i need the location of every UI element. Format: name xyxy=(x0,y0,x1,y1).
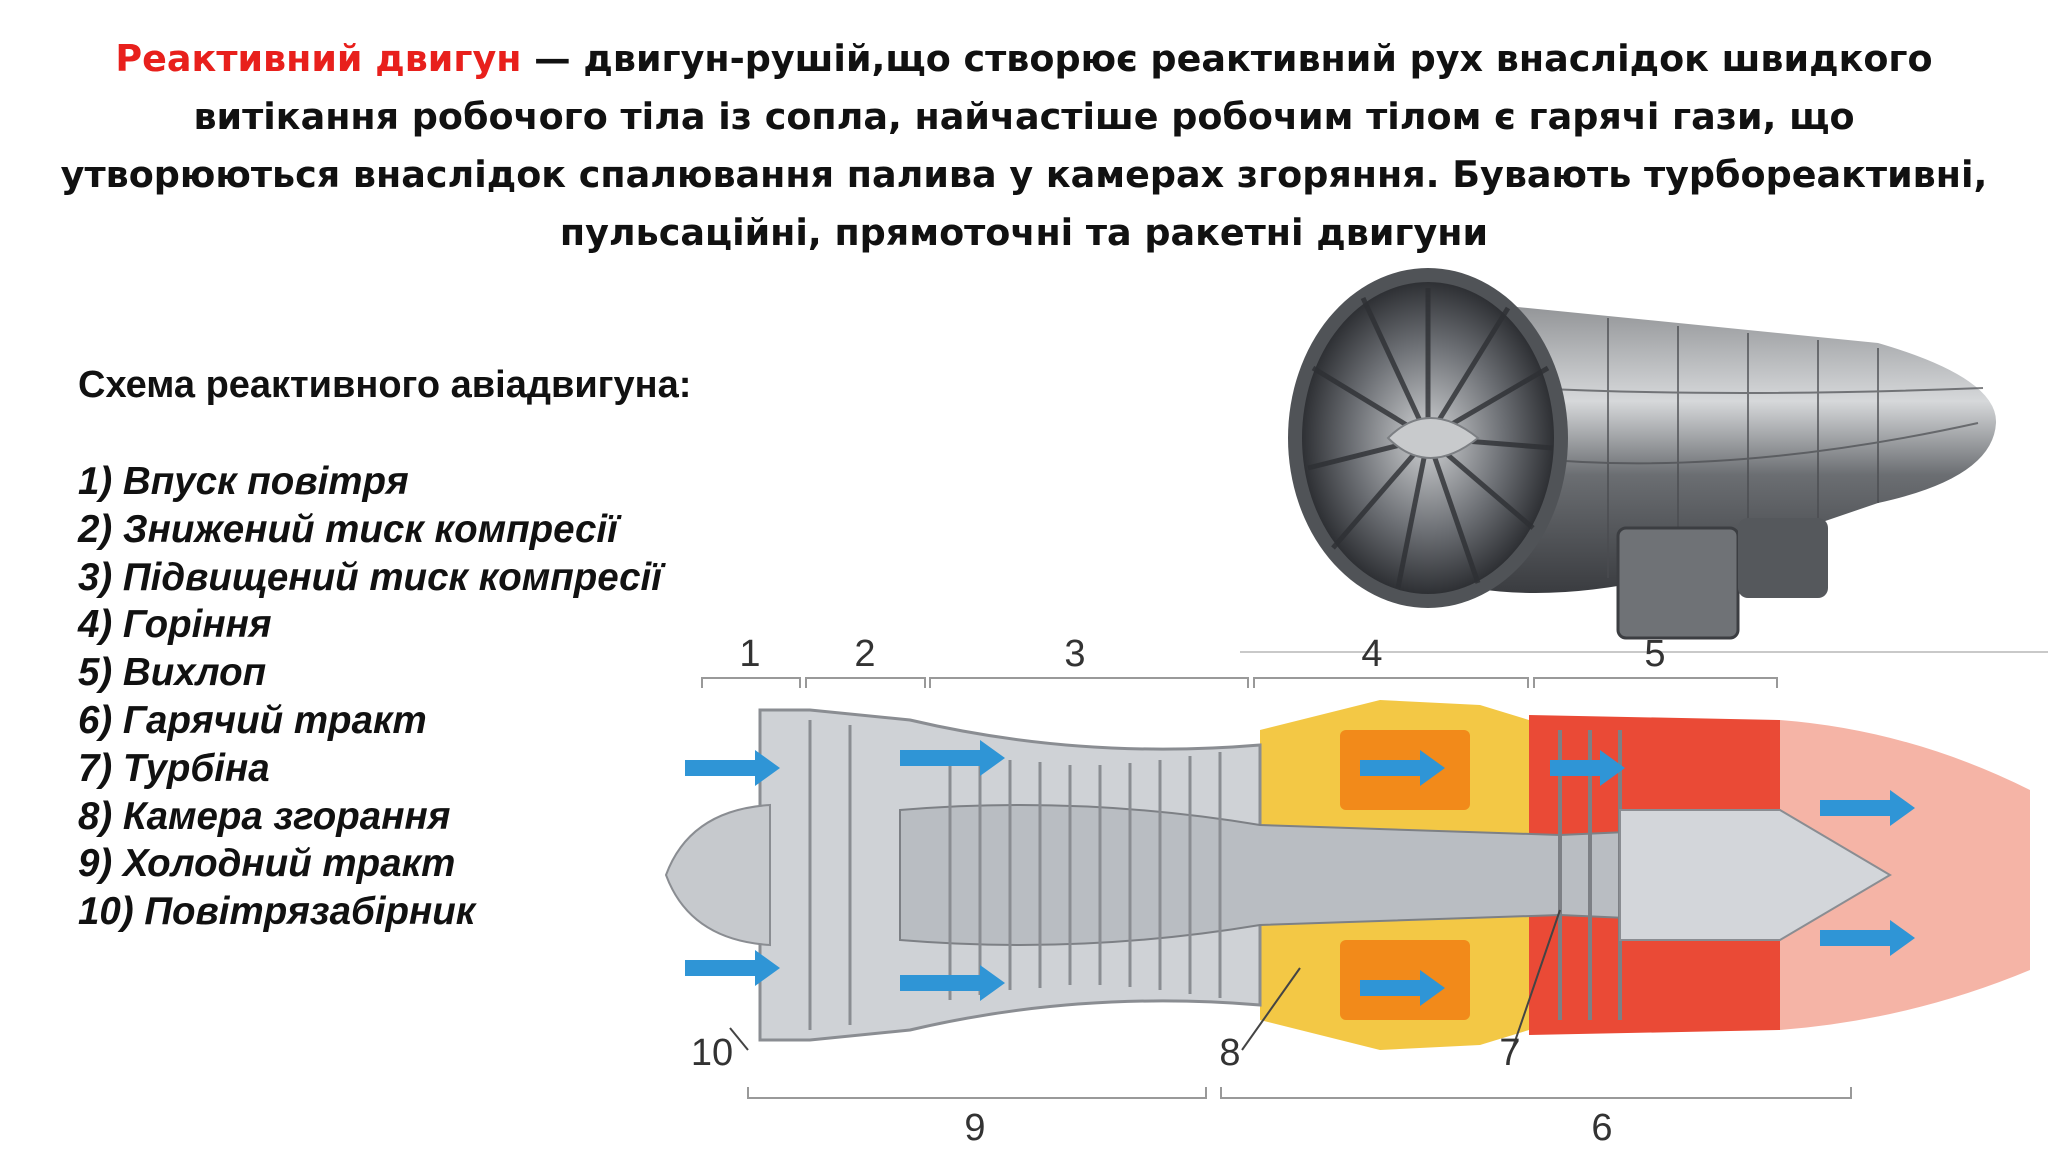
schema-heading: Схема реактивного авіадвигуна: xyxy=(78,364,692,406)
term-highlight: Реактивний двигун xyxy=(115,37,522,80)
intro-text: Реактивний двигун — двигун-рушій,що ство… xyxy=(60,30,1988,262)
legend-item: 3) Підвищений тиск компресії xyxy=(78,555,662,599)
legend-item: 8) Камера згорання xyxy=(78,794,451,838)
legend-item: 5) Вихлоп xyxy=(78,651,267,695)
legend-item: 7) Турбіна xyxy=(78,746,270,790)
engine-diagram: 1 2 3 4 5 10 8 7 9 6 xyxy=(664,633,2048,1149)
legend-item: 10) Повітрязабірник xyxy=(78,890,476,934)
callout-label: 7 xyxy=(1499,1032,1520,1074)
callout-label: 10 xyxy=(691,1032,733,1074)
section-label: 1 xyxy=(739,633,760,675)
section-label: 5 xyxy=(1644,633,1665,675)
section-label: 9 xyxy=(964,1107,985,1149)
callout-label: 8 xyxy=(1219,1032,1240,1074)
section-label: 6 xyxy=(1591,1107,1612,1149)
legend-item: 9) Холодний тракт xyxy=(78,842,456,886)
legend-item: 6) Гарячий тракт xyxy=(78,698,427,742)
legend-list: 1) Впуск повітря 2) Знижений тиск компре… xyxy=(78,458,662,936)
section-label: 2 xyxy=(854,633,875,675)
legend-item: 2) Знижений тиск компресії xyxy=(78,507,618,551)
section-label: 4 xyxy=(1361,633,1382,675)
engine-photo xyxy=(1288,268,1997,640)
section-label: 3 xyxy=(1064,633,1085,675)
legend-item: 1) Впуск повітря xyxy=(78,460,409,503)
intro-definition: — двигун-рушій,що створює реактивний рух… xyxy=(60,37,1988,254)
legend-item: 4) Горіння xyxy=(78,603,272,647)
